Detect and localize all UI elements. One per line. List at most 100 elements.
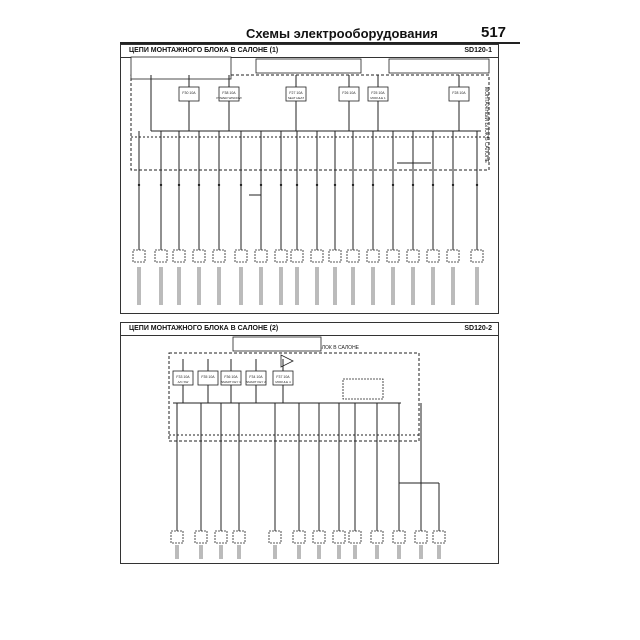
- component-label-text-block: [419, 545, 423, 559]
- wire-splice: [475, 183, 479, 187]
- component-label-text-block: [279, 267, 283, 305]
- component-label-text-block: [437, 545, 441, 559]
- relay-symbol: [280, 354, 294, 368]
- component-label-text-block: [431, 267, 435, 305]
- component-label-text-block: [333, 267, 337, 305]
- component-label-text-block: [159, 267, 163, 305]
- wire-splice: [259, 183, 263, 187]
- wire-splice: [217, 183, 221, 187]
- component-connector: [234, 249, 248, 263]
- wire-splice: [451, 183, 455, 187]
- fuse-id: F26 10A: [342, 91, 356, 95]
- component-connector: [212, 249, 226, 263]
- component-connector: [312, 530, 326, 544]
- fuse-id: F28 10A: [452, 91, 466, 95]
- fuse-name: SMART KEY 2: [246, 380, 266, 384]
- note-box: [388, 58, 490, 74]
- component-connector: [348, 530, 362, 544]
- component-connector: [214, 530, 228, 544]
- wire-splice: [239, 183, 243, 187]
- component-connector: [254, 249, 268, 263]
- component-label-text-block: [411, 267, 415, 305]
- component-label-text-block: [175, 545, 179, 559]
- wire-splice: [315, 183, 319, 187]
- fuse-id: F33 10A: [176, 375, 190, 379]
- component-label-text-block: [297, 545, 301, 559]
- module-box: [342, 378, 384, 400]
- fuse-id: F38 10A: [222, 91, 236, 95]
- diagram-2-title: ЦЕПИ МОНТАЖНОГО БЛОКА В САЛОНЕ (2): [129, 325, 279, 332]
- wire-splice: [279, 183, 283, 187]
- component-connector: [470, 249, 484, 263]
- component-label-text-block: [371, 267, 375, 305]
- component-connector: [154, 249, 168, 263]
- wire-splice: [333, 183, 337, 187]
- page-number: 517: [481, 24, 507, 41]
- wire-splice: [137, 183, 141, 187]
- component-connector: [170, 530, 184, 544]
- fuse-id: F34 10A: [249, 375, 263, 379]
- wire-splice: [431, 183, 435, 187]
- header-rule: [120, 42, 520, 44]
- component-connector: [192, 249, 206, 263]
- note-box: [255, 58, 362, 74]
- fuse-id: F37 10A: [276, 375, 290, 379]
- component-connector: [392, 530, 406, 544]
- fuse-name: POWER WINDOW: [216, 96, 241, 100]
- component-connector: [290, 249, 304, 263]
- component-label-text-block: [273, 545, 277, 559]
- note-box: [130, 56, 232, 80]
- wire-splice: [177, 183, 181, 187]
- component-label-text-block: [397, 545, 401, 559]
- component-connector: [406, 249, 420, 263]
- junction-box-outline: [168, 352, 420, 442]
- wire-splice: [371, 183, 375, 187]
- wiring-diagram-1: ЦЕПИ МОНТАЖНОГО БЛОКА В САЛОНЕ (1) SD120…: [120, 44, 499, 314]
- component-connector: [328, 249, 342, 263]
- component-connector: [346, 249, 360, 263]
- component-label-text-block: [451, 267, 455, 305]
- component-label-text-block: [315, 267, 319, 305]
- fuse-name: MODULE 4: [275, 380, 291, 384]
- component-label-text-block: [351, 267, 355, 305]
- component-connector: [332, 530, 346, 544]
- fuse-id: F36 10A: [224, 375, 238, 379]
- fuse-id: F27 10A: [289, 91, 303, 95]
- page-title: Схемы электрооборудования: [246, 26, 438, 41]
- component-connector: [292, 530, 306, 544]
- component-label-text-block: [259, 267, 263, 305]
- component-label-text-block: [137, 267, 141, 305]
- diagram-2-code: SD120-2: [464, 325, 492, 332]
- component-label-text-block: [295, 267, 299, 305]
- component-connector: [386, 249, 400, 263]
- component-connector: [414, 530, 428, 544]
- fuse-name: MODULE 1: [370, 96, 386, 100]
- component-connector: [132, 249, 146, 263]
- component-connector: [194, 530, 208, 544]
- wire-splice: [295, 183, 299, 187]
- component-label-text-block: [475, 267, 479, 305]
- component-connector: [274, 249, 288, 263]
- note-box: [232, 336, 322, 352]
- wire-splice: [351, 183, 355, 187]
- component-label-text-block: [391, 267, 395, 305]
- fuse-name: SMART KEY 1: [221, 380, 241, 384]
- component-label-text-block: [177, 267, 181, 305]
- component-label-text-block: [199, 545, 203, 559]
- diagram-1-title: ЦЕПИ МОНТАЖНОГО БЛОКА В САЛОНЕ (1): [129, 47, 279, 54]
- fuse-id: F25 10A: [371, 91, 385, 95]
- component-connector: [370, 530, 384, 544]
- junction-box-outline: [130, 74, 490, 171]
- component-label-text-block: [239, 267, 243, 305]
- junction-box-side-label: МОНТАЖНЫЙ БЛОК В САЛОНЕ: [483, 87, 491, 164]
- component-connector: [432, 530, 446, 544]
- diagram-1-title-bar: ЦЕПИ МОНТАЖНОГО БЛОКА В САЛОНЕ (1) SD120…: [121, 45, 498, 58]
- fuse-name: A/C SW: [178, 380, 189, 384]
- fuse-id: F30 10A: [182, 91, 196, 95]
- component-connector: [426, 249, 440, 263]
- component-label-text-block: [337, 545, 341, 559]
- component-label-text-block: [197, 267, 201, 305]
- wire-splice: [391, 183, 395, 187]
